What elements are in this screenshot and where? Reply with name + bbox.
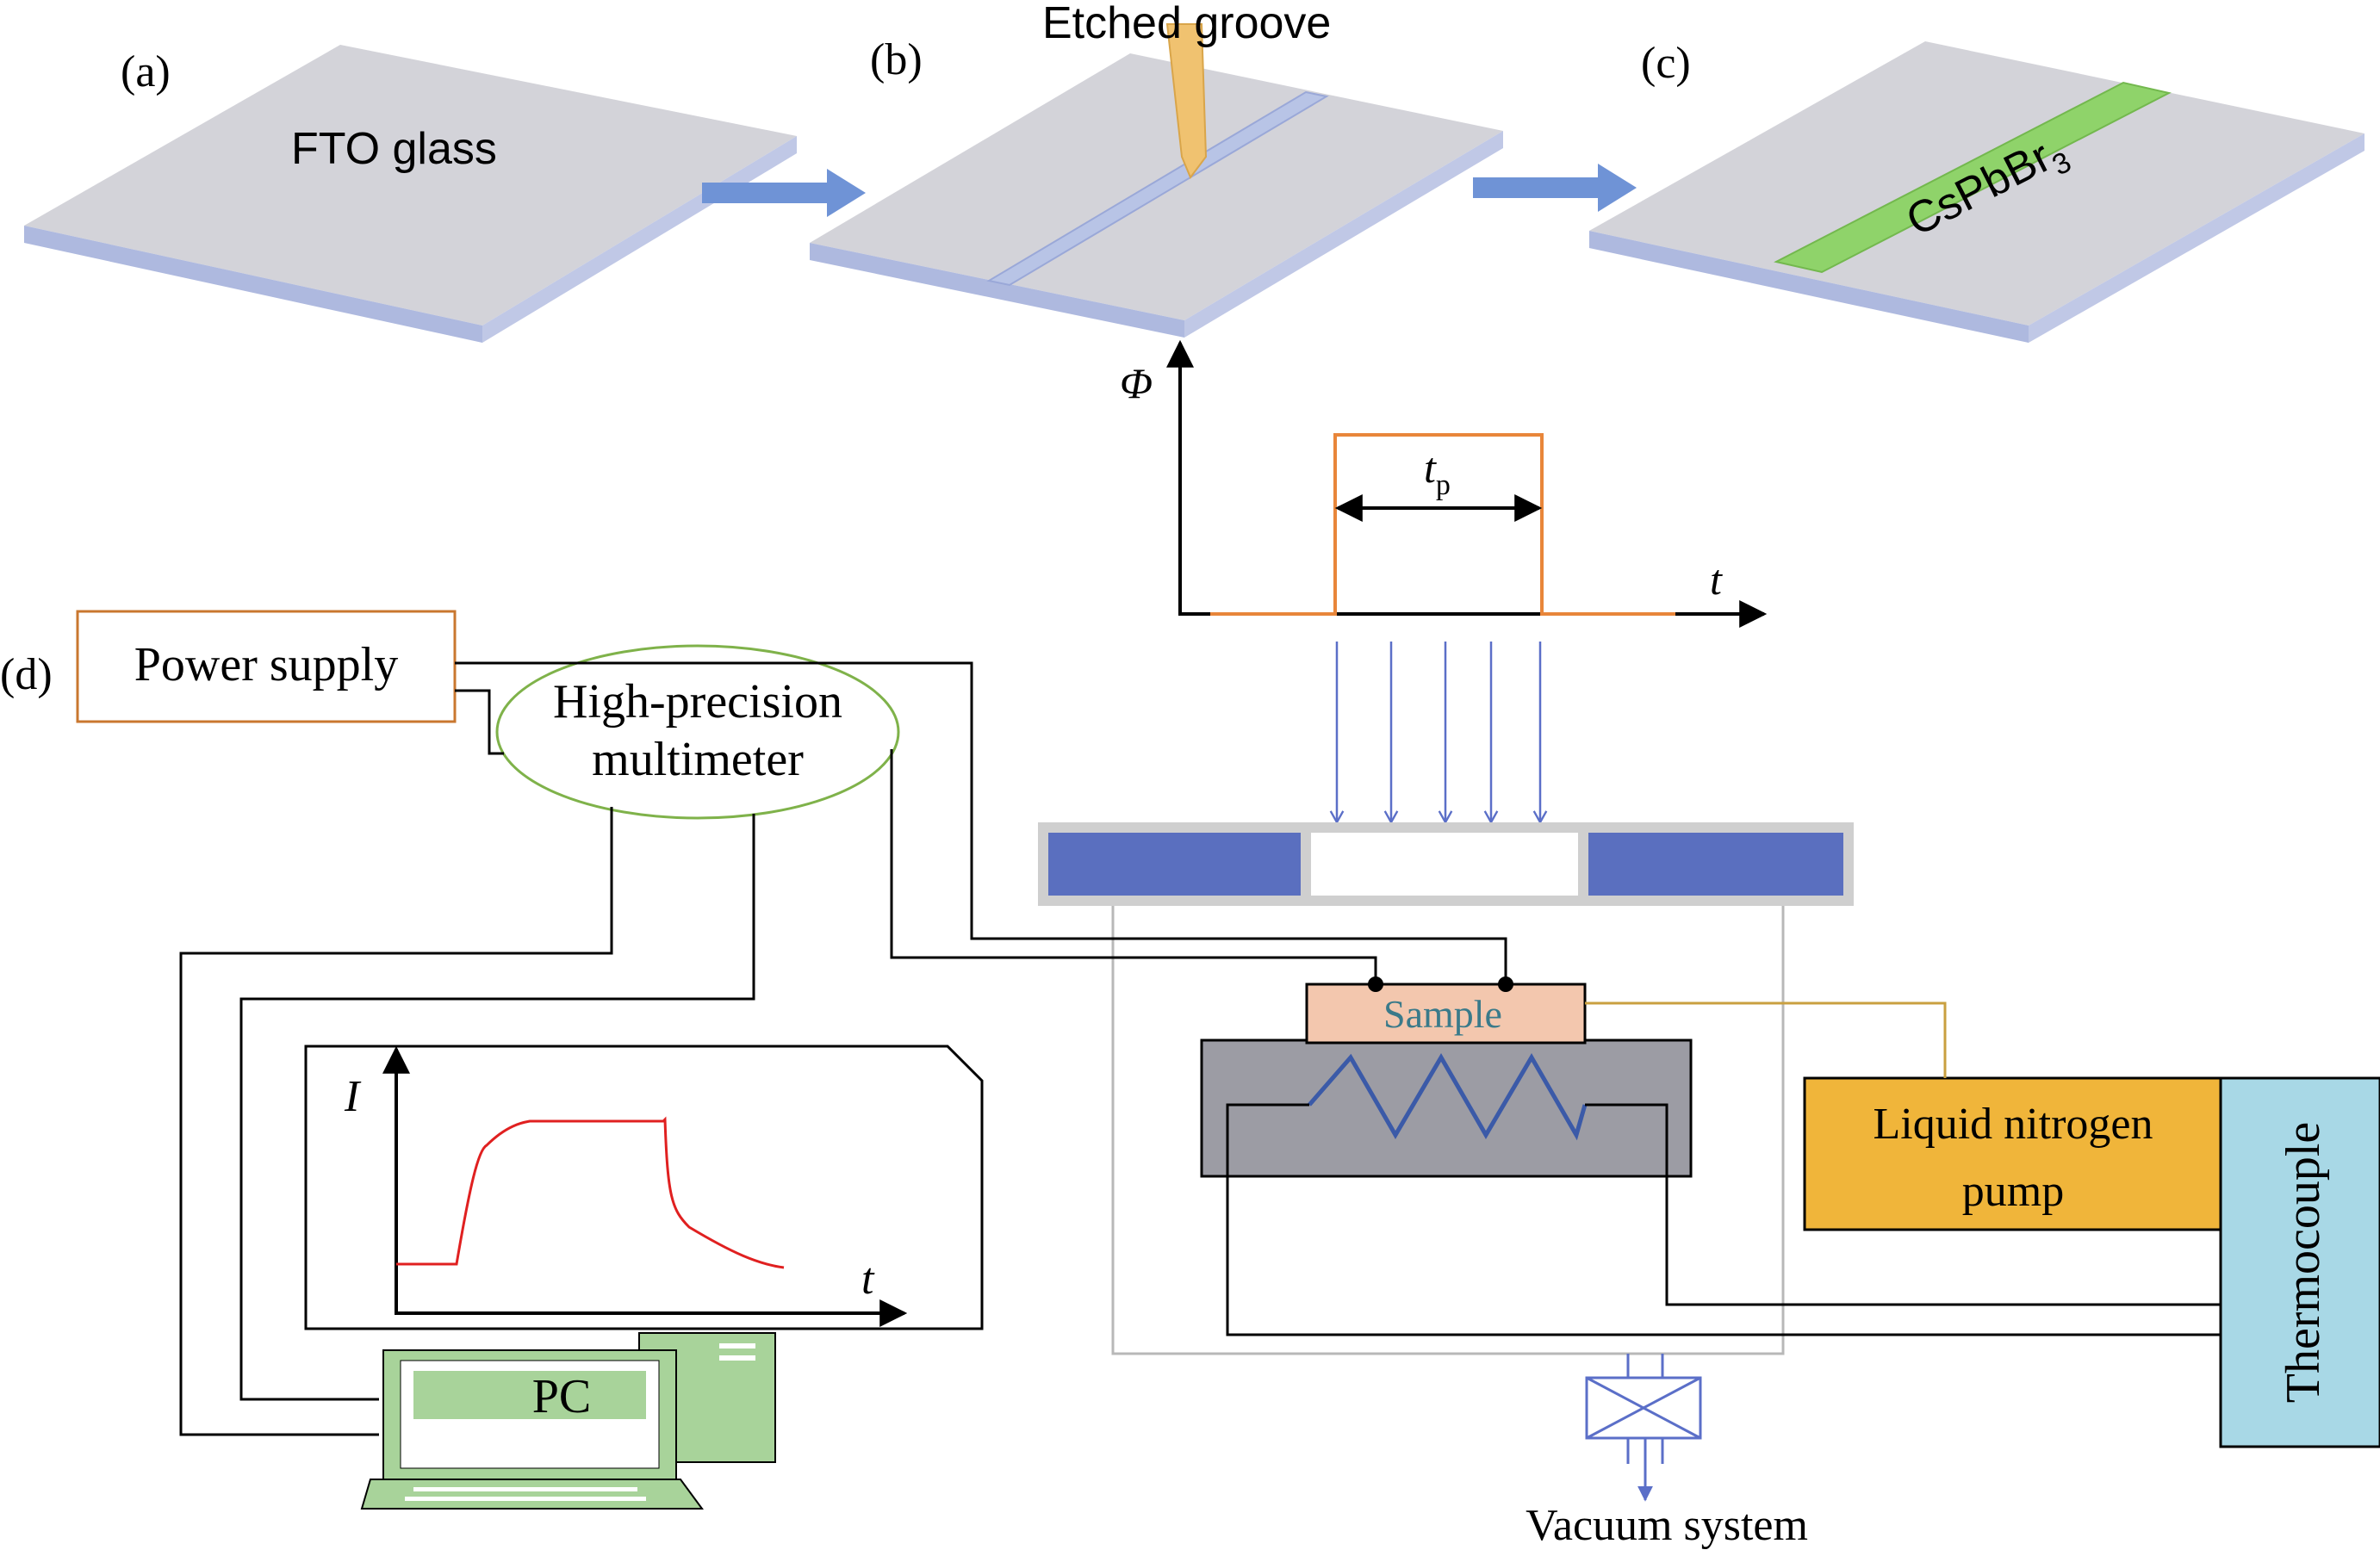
thermocouple-label: Thermocouple — [2277, 1122, 2330, 1404]
wire-heater-left — [1226, 1103, 2221, 1336]
process-arrow-ab — [702, 169, 866, 217]
pc-computer: PC — [360, 1332, 776, 1510]
fto-glass-slab-front — [24, 226, 482, 343]
sample-label: Sample — [1383, 992, 1502, 1036]
wire-multimeter-to-pc-outer — [179, 807, 613, 1436]
panel-b: (b) Etched groove — [810, 0, 1503, 338]
wire-heater-right — [1585, 1103, 2221, 1306]
panel-c-letter: (c) — [1641, 39, 1691, 88]
wiring — [179, 661, 2221, 1436]
panel-b-letter: (b) — [870, 35, 923, 84]
panel-c: (c) CsPbBr3 — [1589, 39, 2364, 343]
wire-sample-to-ln2 — [1585, 1001, 1947, 1078]
pc-screen-bar — [413, 1371, 646, 1419]
fto-glass-slab-top — [24, 45, 797, 326]
thermocouple-box — [2219, 1076, 2380, 1448]
optical-window — [1311, 833, 1578, 896]
electrode-right — [1498, 976, 1513, 992]
window-block-right — [1588, 833, 1843, 896]
pc-keyboard — [360, 1479, 704, 1510]
pc-tower-slot — [719, 1343, 755, 1348]
wire-power-to-multimeter — [455, 689, 504, 755]
power-supply-label: Power supply — [134, 638, 398, 691]
perovskite-strip — [1774, 81, 2172, 274]
panel-d-letter: (d) — [0, 650, 53, 699]
etching-tip — [1165, 23, 1208, 179]
keyboard-keys — [405, 1487, 646, 1501]
heater-coil — [1308, 1053, 1588, 1141]
device-slab-side — [2029, 133, 2364, 343]
electrode-left — [1368, 976, 1383, 992]
current-response-window: I t — [304, 1045, 984, 1330]
ln2-label-line1: Liquid nitrogen — [1874, 1100, 2153, 1149]
multimeter-label-line1: High-precision — [553, 675, 842, 728]
photocurrent-curve — [396, 1116, 785, 1269]
panel-a-letter: (a) — [121, 47, 171, 96]
etched-groove-label: Etched groove — [1042, 0, 1331, 48]
pulse-y-symbol: Φ — [1120, 359, 1153, 407]
light-pulse-plot: Φ t tp — [1120, 339, 1768, 628]
incident-light-arrows — [1329, 642, 1548, 825]
vacuum-valve — [1585, 1354, 1702, 1502]
multimeter-ellipse — [495, 644, 900, 820]
response-x-symbol: t — [861, 1255, 875, 1304]
vacuum-system-label: Vacuum system — [1526, 1501, 1808, 1550]
process-arrow-bc — [1473, 164, 1637, 212]
wire-multimeter-to-pc-inner — [239, 814, 755, 1401]
liquid-nitrogen-pump — [1803, 1076, 2224, 1231]
panel-a: (a) FTO glass — [24, 45, 797, 343]
multimeter-label-line2: multimeter — [592, 733, 804, 786]
wire-multimeter-to-electrode — [890, 749, 1377, 980]
ln2-label-line2: pump — [1962, 1167, 2064, 1216]
power-supply-box — [76, 610, 457, 723]
vacuum-chamber: Sample — [1038, 822, 1854, 1355]
pc-label: PC — [532, 1370, 592, 1423]
window-block-left — [1048, 833, 1301, 896]
pulse-trace — [1210, 433, 1675, 616]
monitor-frame — [304, 1045, 984, 1330]
wire-power-to-electrode — [455, 661, 1507, 980]
device-slab-front — [1589, 231, 2029, 343]
etched-slab-front — [810, 243, 1184, 338]
pc-tower-slot — [719, 1355, 755, 1361]
pulse-x-symbol: t — [1710, 555, 1723, 604]
etched-slab-side — [1184, 131, 1503, 338]
fto-glass-label: FTO glass — [291, 124, 497, 174]
sample-stage — [1200, 1038, 1693, 1178]
response-y-symbol: I — [344, 1072, 362, 1121]
sample-block — [1305, 983, 1587, 1045]
pulse-width-label: tp — [1424, 443, 1451, 501]
